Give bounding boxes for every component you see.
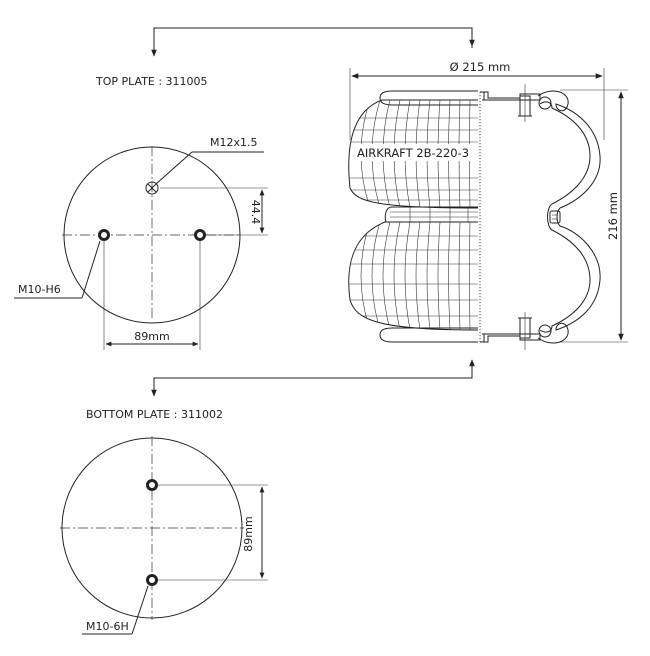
bottom-plate-vertical-dim-label: 89mm — [242, 516, 255, 551]
air-spring-side-view: Ø 215 mm 216 mm — [348, 60, 628, 350]
upper-bellow: AIRKRAFT 2B-220-3 — [348, 99, 479, 209]
bottom-view-reference-arrow — [151, 359, 475, 397]
top-plate-hole-left — [98, 229, 110, 241]
top-plate-stud: M12x1.5 — [145, 136, 264, 195]
bottom-plate-hole-label: M10-6H — [86, 620, 129, 633]
top-plate-title: TOP PLATE : 311005 — [95, 75, 208, 88]
bottom-plate-hole-top — [146, 479, 158, 491]
top-plate-vertical-dim-label: 44.4 — [249, 200, 262, 225]
bottom-bead-plate — [379, 327, 478, 343]
girdle-ring — [384, 206, 478, 223]
model-label: AIRKRAFT 2B-220-3 — [357, 146, 469, 160]
top-bead-plate — [379, 90, 478, 106]
bottom-plate-hole-bottom — [146, 574, 158, 586]
top-view-reference-arrow — [151, 27, 475, 57]
diameter-label: Ø 215 mm — [450, 60, 511, 74]
lower-bellow — [348, 221, 479, 331]
section-view — [480, 84, 601, 350]
top-plate-horizontal-dim-label: 89mm — [134, 330, 169, 343]
bottom-plate-title: BOTTOM PLATE : 311002 — [86, 408, 223, 421]
top-plate-view: TOP PLATE : 311005 M12x1.5 M10-H6 4 — [14, 75, 268, 350]
height-label: 216 mm — [606, 192, 620, 240]
top-plate-hole-label: M10-H6 — [18, 283, 61, 296]
bottom-plate-view: BOTTOM PLATE : 311002 89mm M10-6H — [60, 408, 268, 635]
top-plate-thread-label: M12x1.5 — [210, 136, 258, 149]
top-plate-hole-right — [194, 229, 206, 241]
